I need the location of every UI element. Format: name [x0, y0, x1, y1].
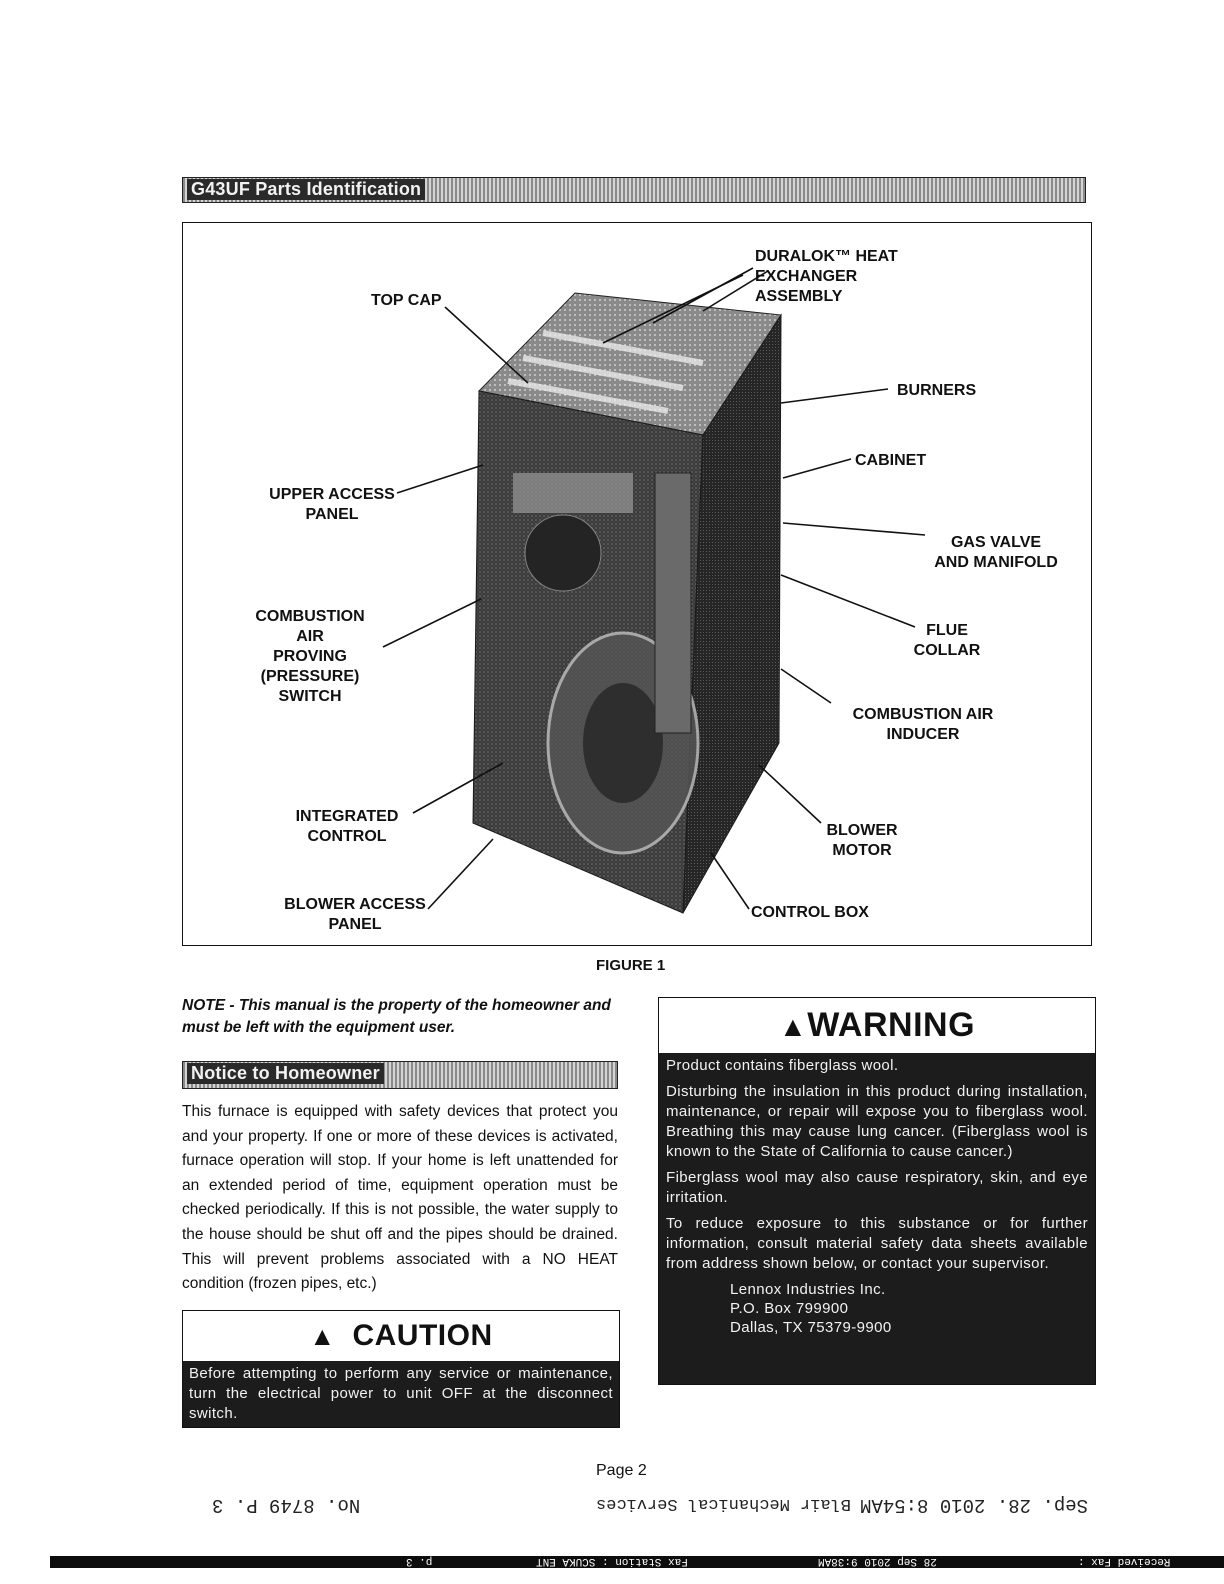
callout-burners: BURNERS: [897, 382, 977, 399]
page-number: Page 2: [596, 1462, 647, 1479]
warning-title: WARNING: [807, 1006, 976, 1044]
notice-body-text: This furnace is equipped with safety dev…: [182, 1103, 618, 1293]
callout-blower-motor: BLOWER MOTOR: [826, 822, 898, 859]
warning-paragraph: Fiberglass wool may also cause respirato…: [666, 1169, 1088, 1206]
parts-identification-header: G43UF Parts Identification: [182, 177, 1086, 203]
warning-heading: ▲WARNING: [659, 1006, 1095, 1045]
fax-header-page: No. 8749 P. 3: [212, 1494, 361, 1516]
address-line: Dallas, TX 75379-9900: [730, 1319, 892, 1336]
callout-top-cap: TOP CAP: [371, 292, 442, 309]
warning-body: Product contains fiberglass wool. Distur…: [659, 1053, 1095, 1384]
warning-box: ▲WARNING Product contains fiberglass woo…: [658, 997, 1096, 1385]
callout-cabinet: CABINET: [855, 452, 927, 469]
leader-lines: [382, 267, 926, 910]
callout-blower-access-panel: BLOWER ACCESS PANEL: [284, 896, 426, 933]
notice-to-homeowner-header: Notice to Homeowner: [182, 1061, 618, 1089]
caution-heading: ▲ CAUTION: [183, 1319, 619, 1353]
callout-gas-valve-manifold: GAS VALVE AND MANIFOLD: [934, 534, 1058, 571]
callout-control-box: CONTROL BOX: [751, 904, 869, 921]
fax-footer-bar: [50, 1556, 1224, 1568]
ownership-note: NOTE - This manual is the property of th…: [182, 997, 611, 1036]
fax-footer-received: Received Fax :: [1078, 1555, 1171, 1567]
warning-paragraph: Product contains fiberglass wool.: [666, 1057, 899, 1074]
callout-combustion-air-inducer: COMBUSTION AIR INDUCER: [852, 706, 994, 743]
figure-frame: DURALOK™ HEAT EXCHANGER ASSEMBLY TOP CAP…: [182, 222, 1092, 946]
address-line: Lennox Industries Inc.: [730, 1281, 886, 1298]
callout-upper-access-panel: UPPER ACCESS PANEL: [269, 486, 395, 523]
warning-paragraph: To reduce exposure to this substance or …: [666, 1215, 1088, 1272]
callout-integrated-control: INTEGRATED CONTROL: [295, 808, 399, 845]
caution-box: ▲ CAUTION Before attempting to perform a…: [182, 1310, 620, 1428]
caution-title: CAUTION: [352, 1319, 493, 1352]
fax-header-sender: Blair Mechanical Services: [596, 1494, 852, 1513]
fax-footer-date: 28 Sep 2010 9:38AM: [818, 1555, 937, 1567]
callout-pressure-switch: COMBUSTION AIR PROVING (PRESSURE) SWITCH: [255, 608, 365, 705]
callout-duralok-heat-exchanger: DURALOK™ HEAT EXCHANGER ASSEMBLY: [755, 248, 898, 305]
fax-footer-station: Fax Station : SCUKA ENT: [536, 1555, 688, 1567]
parts-identification-title: G43UF Parts Identification: [187, 179, 426, 200]
warning-paragraph: Disturbing the insulation in this produc…: [666, 1083, 1088, 1160]
furnace-illustration: [382, 267, 926, 914]
warning-triangle-icon: ▲: [309, 1321, 336, 1351]
warning-triangle-icon: ▲: [778, 1011, 808, 1042]
figure-caption: FIGURE 1: [596, 957, 666, 974]
fax-footer-page: p. 3: [406, 1555, 433, 1567]
notice-to-homeowner-title: Notice to Homeowner: [187, 1063, 384, 1084]
furnace-body: [472, 292, 782, 914]
callout-flue-collar: FLUE COLLAR: [913, 622, 981, 659]
caution-body-text: Before attempting to perform any service…: [183, 1361, 619, 1427]
fax-header-datetime: Sep. 28. 2010 8:54AM: [860, 1494, 1089, 1516]
manufacturer-address: Lennox Industries Inc. P.O. Box 799900 D…: [730, 1280, 1088, 1337]
address-line: P.O. Box 799900: [730, 1300, 849, 1317]
